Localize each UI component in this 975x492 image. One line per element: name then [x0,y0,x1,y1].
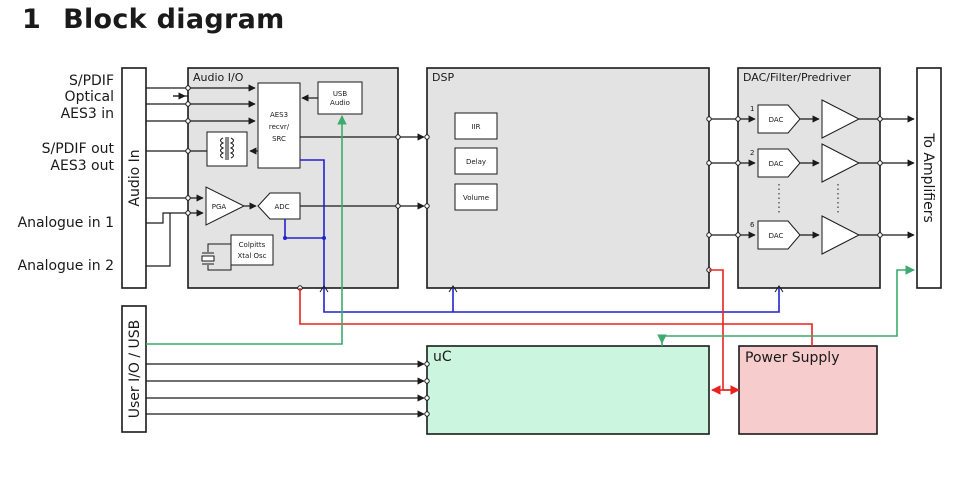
dsp-title: DSP [432,71,454,84]
crystal-icon [201,243,232,271]
adc-label: ADC [274,203,289,211]
dac-channel-1 [757,104,801,134]
control-bus-blue [284,159,784,313]
predriver-6 [821,215,861,255]
power-supply-block: Power Supply [738,345,878,435]
oscillator-box [230,234,274,266]
predriver-1 [821,99,861,139]
audio-io-title: Audio I/O [193,71,244,84]
dac-channel-6-number: 6 [750,221,755,229]
pga-label: PGA [212,203,227,211]
volume-box [454,183,498,211]
uc-block: uC [426,345,710,435]
delay-label: Delay [466,158,486,166]
usb-audio-box [317,81,363,115]
transformer-icon [206,131,248,167]
dac-section-title: DAC/Filter/Predriver [743,71,851,84]
input-labels: S/PDIF Optical AES3 in S/PDIF out AES3 o… [18,73,115,274]
delay-box [454,147,498,175]
connection-points [185,85,883,417]
predriver-2 [821,143,861,183]
label-analogue-1: Analogue in 1 [18,215,114,231]
aes3-line-3: SRC [272,135,286,143]
label-aes3-out: AES3 out [50,158,114,174]
user-io-label: User I/O / USB [127,320,143,419]
label-aes3-in: AES3 in [61,106,114,122]
pga-triangle [205,186,246,226]
label-spdif: S/PDIF [69,73,114,89]
page-title: 1 Block diagram [22,4,285,35]
signal-wires [146,84,915,418]
power-lines-red [299,269,813,395]
volume-label: Volume [463,194,489,202]
oscillator-line-2: Xtal Osc [237,252,266,260]
dac-channel-2 [757,148,801,178]
iir-box [454,112,498,140]
section-title: Block diagram [63,4,285,35]
dac-channel-2-label: DAC [769,160,784,168]
dac-channel-6-label: DAC [769,232,784,240]
dac-channel-1-number: 1 [750,105,754,113]
label-spdif-out: S/PDIF out [42,141,115,157]
to-amplifiers-connector: To Amplifiers [916,67,942,289]
label-optical: Optical [65,89,114,105]
aes3-line-2: recvr/ [269,123,290,131]
aes3-line-1: AES3 [270,111,288,119]
iir-label: IIR [472,123,481,131]
control-bus-dots [283,236,326,240]
dsp-block: DSP IIR Delay Volume [426,67,710,289]
dac-block: DAC/Filter/Predriver 1 DAC 2 DAC 6 DAC [737,67,881,289]
power-supply-title: Power Supply [745,350,840,366]
label-analogue-2: Analogue in 2 [18,258,114,274]
audio-in-connector: Audio In [121,67,147,289]
usb-audio-line-2: Audio [330,99,350,107]
uc-title: uC [433,349,452,365]
section-number: 1 [22,4,42,35]
audio-io-block: Audio I/O AES3 recvr/ SRC USB Audio PGA … [187,67,399,289]
audio-in-label: Audio In [127,149,143,206]
dac-channel-2-number: 2 [750,149,754,157]
aes3-receiver-box [257,82,301,169]
user-io-connector: User I/O / USB [121,305,147,433]
dac-channel-1-label: DAC [769,116,784,124]
to-amplifiers-label: To Amplifiers [920,132,936,223]
oscillator-line-1: Colpitts [239,241,266,249]
usb-audio-line-1: USB [333,90,348,98]
dac-channel-6 [757,220,801,250]
green-lines [146,115,915,346]
